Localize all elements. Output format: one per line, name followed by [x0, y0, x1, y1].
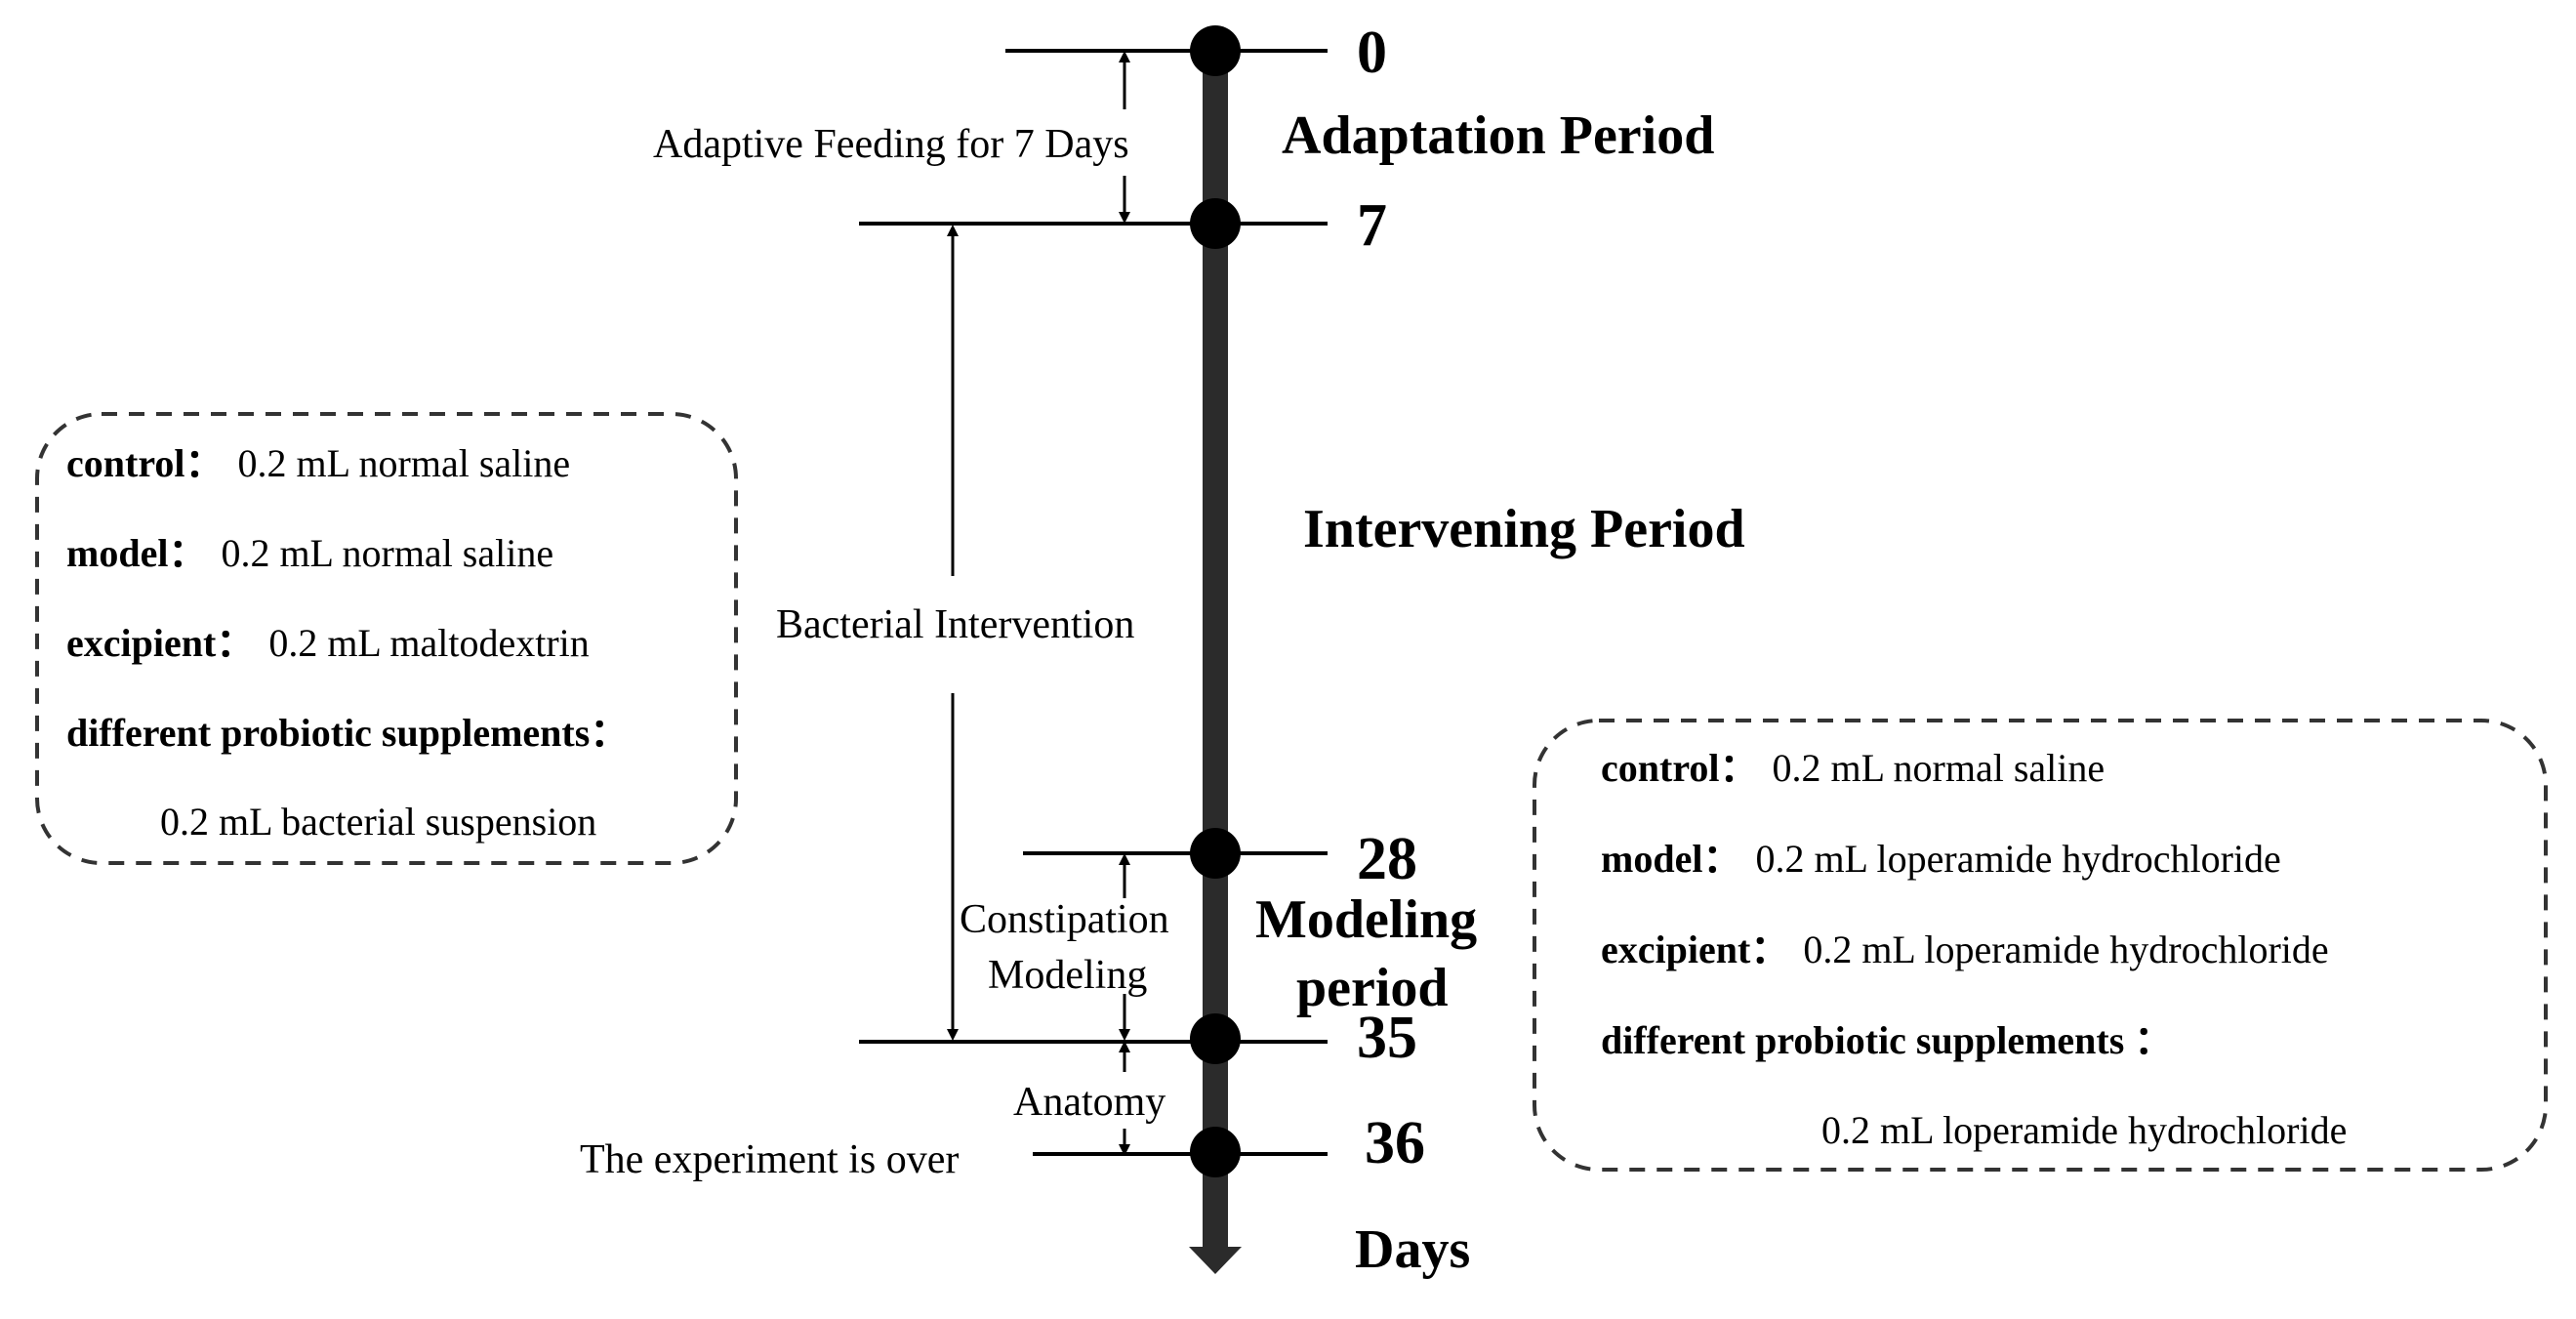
left-box-row-probiotic: different probiotic supplements： [66, 711, 629, 755]
tick-label-36: 36 [1365, 1110, 1425, 1176]
left-box-control-value: 0.2 mL normal saline [237, 441, 570, 485]
left-box-model-label: model： [66, 531, 207, 575]
left-box-probiotic-value: 0.2 mL bacterial suspension [160, 800, 596, 844]
right-box-model-label: model： [1601, 837, 1741, 881]
left-box-excipient-label: excipient： [66, 621, 255, 665]
right-box-excipient-value: 0.2 mL loperamide hydrochloride [1803, 927, 2328, 971]
left-box-excipient-value: 0.2 mL maltodextrin [268, 621, 589, 665]
right-box-probiotic-value: 0.2 mL loperamide hydrochloride [1821, 1108, 2347, 1152]
tick-dot-36 [1190, 1127, 1241, 1177]
timeline-arrow-head [1189, 1247, 1242, 1274]
experiment-over-label: The experiment is over [580, 1137, 959, 1182]
anatomy-label: Anatomy [1013, 1080, 1165, 1125]
right-box-row-probiotic: different probiotic supplements ： [1601, 1018, 2173, 1062]
modeling-period-label-line1: Modeling [1255, 889, 1477, 950]
modeling-groups-box [1533, 719, 2548, 1172]
tick-label-0: 0 [1357, 20, 1387, 86]
bacterial-intervention-label: Bacterial Intervention [776, 602, 1134, 647]
left-box-control-label: control： [66, 441, 224, 485]
left-box-model-value: 0.2 mL normal saline [221, 531, 553, 575]
tick-label-7: 7 [1357, 192, 1387, 259]
intervening-period-label: Intervening Period [1303, 499, 1745, 559]
tick-dot-7 [1190, 198, 1241, 249]
tick-dot-0 [1190, 25, 1241, 76]
tick-dot-28 [1190, 828, 1241, 879]
modeling-period-label-line2: period [1296, 958, 1449, 1018]
right-box-excipient-label: excipient： [1601, 927, 1789, 971]
tick-label-28: 28 [1357, 826, 1417, 892]
right-box-row-model: model： 0.2 mL loperamide hydrochloride [1601, 837, 2281, 881]
tick-label-35: 35 [1357, 1005, 1417, 1071]
constipation-label-line1: Constipation [960, 897, 1169, 942]
left-box-row-excipient: excipient： 0.2 mL maltodextrin [66, 621, 590, 665]
intervention-groups-box [35, 412, 738, 865]
adaptation-period-label: Adaptation Period [1282, 105, 1714, 166]
left-box-row-control: control： 0.2 mL normal saline [66, 441, 570, 485]
right-box-row-control: control： 0.2 mL normal saline [1601, 746, 2105, 790]
right-box-row-excipient: excipient： 0.2 mL loperamide hydrochlorid… [1601, 927, 2329, 971]
tick-dot-35 [1190, 1013, 1241, 1064]
adaptive-feeding-label: Adaptive Feeding for 7 Days [653, 122, 1129, 167]
right-box-control-label: control： [1601, 746, 1758, 790]
constipation-label-line2: Modeling [988, 953, 1147, 998]
left-box-row-model: model： 0.2 mL normal saline [66, 531, 553, 575]
right-box-model-value: 0.2 mL loperamide hydrochloride [1755, 837, 2280, 881]
axis-label-days: Days [1355, 1219, 1470, 1280]
right-box-control-value: 0.2 mL normal saline [1772, 746, 2105, 790]
